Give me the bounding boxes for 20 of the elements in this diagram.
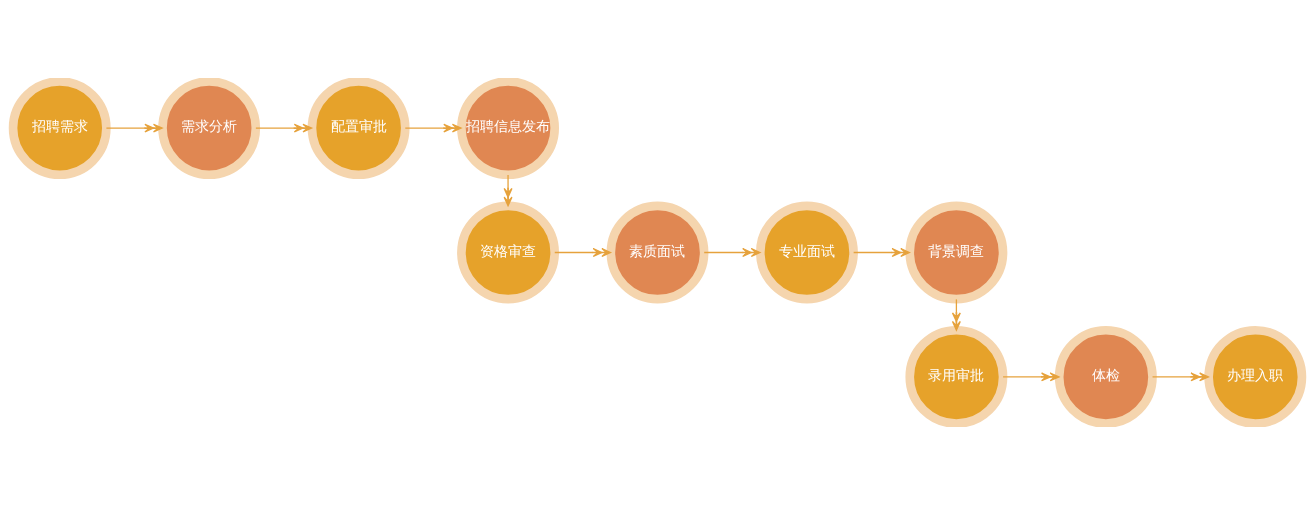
arrow <box>703 247 761 258</box>
arrow <box>554 247 612 258</box>
arrow <box>1151 372 1209 382</box>
arrow <box>105 123 163 133</box>
node-circle: 资格审查 <box>457 201 560 304</box>
node-circle: 需求分析 <box>158 78 261 180</box>
node-circle: 体检 <box>1054 325 1157 427</box>
node-circle: 配置审批 <box>307 78 410 180</box>
arrow <box>255 123 313 133</box>
arrow <box>1002 372 1060 382</box>
node-circle: 素质面试 <box>606 201 709 304</box>
arrow <box>503 174 513 207</box>
node-circle: 专业面试 <box>755 201 858 304</box>
node-circle: 招聘信息发布 <box>457 78 560 180</box>
node-circle: 背景调查 <box>905 201 1008 304</box>
arrow <box>404 123 462 133</box>
arrow <box>853 247 911 258</box>
node-circle: 办理入职 <box>1204 325 1307 427</box>
node-circle: 招聘需求 <box>8 78 111 180</box>
node-circle: 录用审批 <box>905 325 1008 427</box>
